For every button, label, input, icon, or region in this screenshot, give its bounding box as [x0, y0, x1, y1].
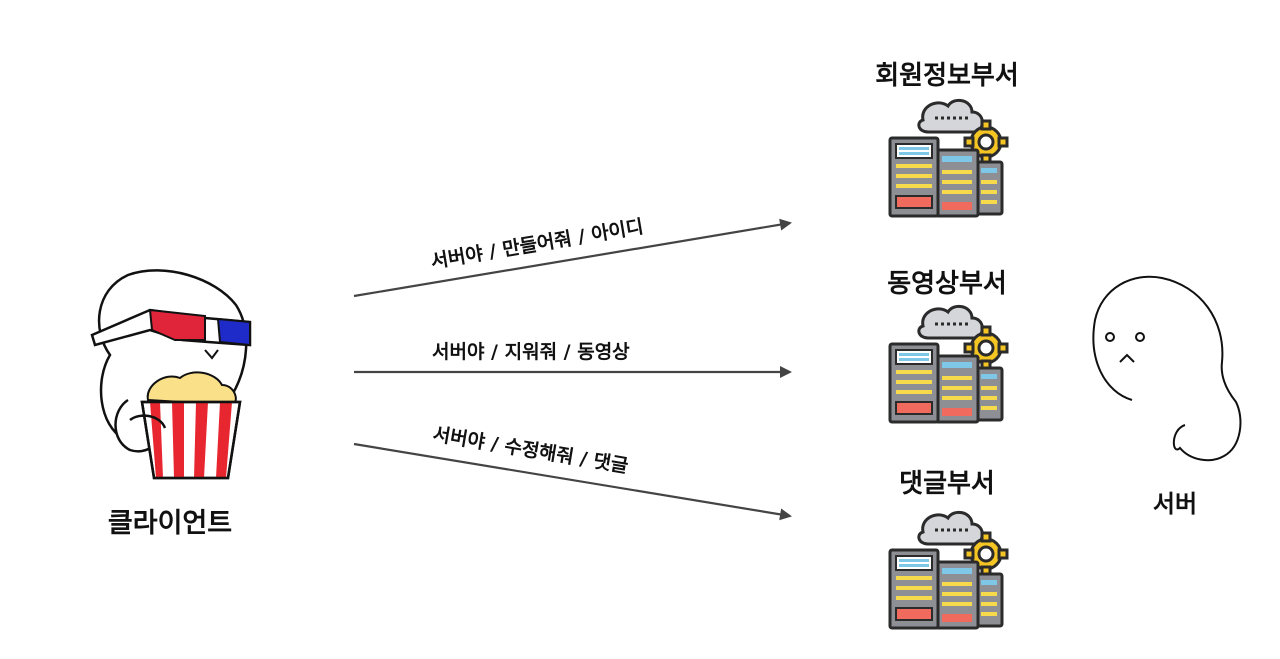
glasses-red-lens-icon — [148, 308, 206, 341]
request-label-update: 서버야 / 수정해줘 / 댓글 — [431, 423, 630, 477]
department-label-video: 동영상부서 — [887, 269, 1007, 299]
server-character-icon — [1092, 275, 1242, 462]
server-label: 서버 — [1153, 490, 1197, 518]
request-label-delete: 서버야 / 지워줘 / 동영상 — [432, 341, 630, 363]
client-character-icon — [90, 269, 252, 480]
client-label: 클라이언트 — [108, 508, 232, 539]
popcorn-box-icon — [140, 400, 242, 480]
server-rack-icon — [888, 98, 1009, 218]
arrow-update — [353, 442, 792, 521]
server-rack-icon — [888, 510, 1009, 630]
department-label-member: 회원정보부서 — [875, 61, 1019, 91]
department-label-comment: 댓글부서 — [899, 469, 995, 499]
arrow-create — [353, 218, 792, 298]
glasses-blue-lens-icon — [216, 317, 251, 347]
server-rack-icon — [888, 304, 1009, 424]
